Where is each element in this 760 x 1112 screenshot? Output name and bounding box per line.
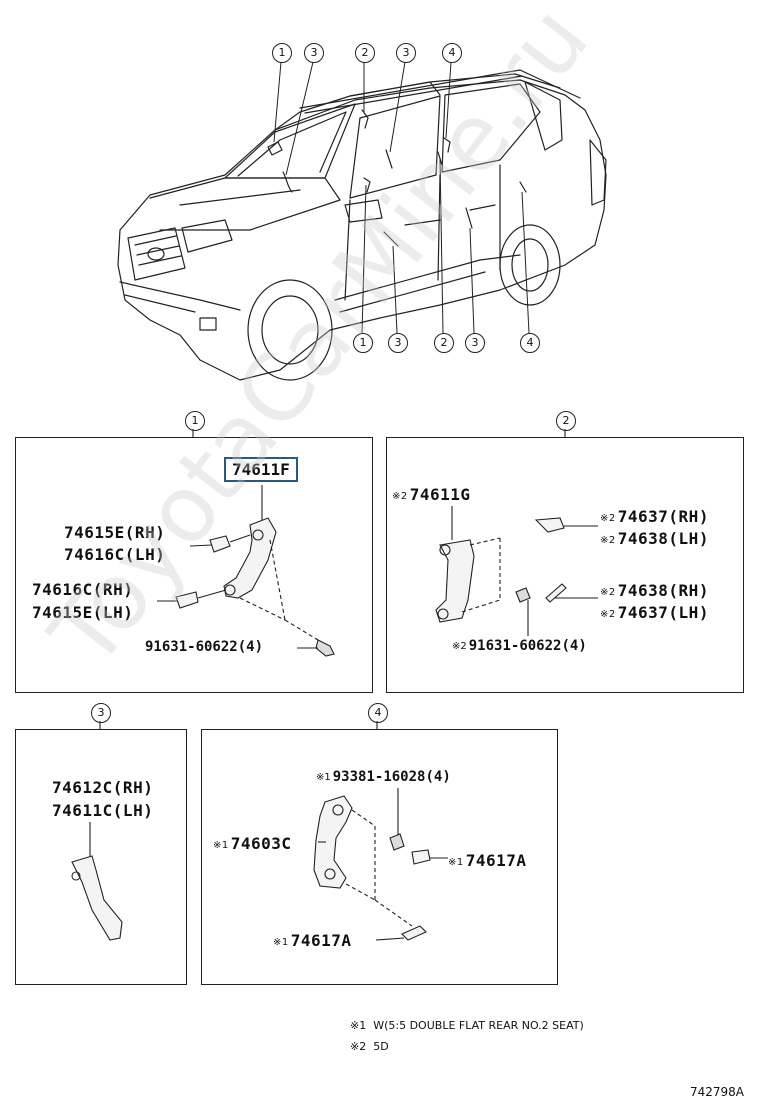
footnote-1-text: W(5:5 DOUBLE FLAT REAR NO.2 SEAT)	[373, 1019, 584, 1032]
note-mark-2: ※2	[600, 513, 616, 524]
note-mark-2: ※2	[600, 587, 616, 598]
footnote-1: ※1 W(5:5 DOUBLE FLAT REAR NO.2 SEAT)	[350, 1019, 584, 1032]
section-1-panel	[15, 437, 373, 693]
part-74612C-rh[interactable]: 74612C(RH)	[52, 778, 154, 797]
callout-top-3: 3	[304, 43, 324, 63]
part-74615E-lh[interactable]: 74615E(LH)	[32, 603, 134, 622]
note-mark-2: ※2	[600, 535, 616, 546]
bolt-s4-label: 93381-16028(4)	[332, 769, 451, 785]
part-74638-rh-label: 74638(RH)	[617, 581, 709, 600]
vehicle-illustration	[117, 61, 607, 381]
callout-bottom-1: 1	[353, 333, 373, 353]
part-74616C-rh[interactable]: 74616C(RH)	[32, 580, 134, 599]
note-mark-2: ※2	[600, 609, 616, 620]
part-74617A-2-label: 74617A	[290, 931, 352, 950]
part-74615E-rh[interactable]: 74615E(RH)	[64, 523, 166, 542]
part-74637-rh-label: 74637(RH)	[617, 507, 709, 526]
note-mark-2: ※2	[452, 641, 467, 652]
part-74637-lh-label: 74637(LH)	[617, 603, 709, 622]
footnote-2: ※2 5D	[350, 1040, 389, 1053]
part-74638-lh-label: 74638(LH)	[617, 529, 709, 548]
footnote-2-mark: ※2	[350, 1040, 367, 1053]
note-mark-1: ※1	[448, 857, 464, 868]
diagram-id: 742798A	[690, 1085, 745, 1099]
section-1-number: 1	[185, 411, 205, 431]
part-74611C-lh[interactable]: 74611C(LH)	[52, 801, 154, 820]
part-74603C-label: 74603C	[230, 834, 292, 853]
note-mark-1: ※1	[273, 937, 289, 948]
note-mark-2: ※2	[392, 491, 408, 502]
section-2-panel	[386, 437, 744, 693]
footnote-1-mark: ※1	[350, 1019, 367, 1032]
callout-top-1: 1	[272, 43, 292, 63]
callout-top-3b: 3	[396, 43, 416, 63]
callout-top-2: 2	[355, 43, 375, 63]
footnote-2-text: 5D	[373, 1040, 389, 1053]
section-4-panel	[201, 729, 558, 985]
bolt-91631-60622-s1[interactable]: 91631-60622(4)	[145, 639, 264, 655]
note-mark-1: ※1	[316, 772, 331, 783]
section-3-number: 3	[91, 703, 111, 723]
part-74611F[interactable]: 74611F	[224, 457, 298, 482]
callout-bottom-3: 3	[388, 333, 408, 353]
callout-bottom-2: 2	[434, 333, 454, 353]
part-74616C-lh[interactable]: 74616C(LH)	[64, 545, 166, 564]
bolt-s2-label: 91631-60622(4)	[468, 638, 587, 654]
section-3-panel	[15, 729, 187, 985]
callout-bottom-4: 4	[520, 333, 540, 353]
section-4-number: 4	[368, 703, 388, 723]
note-mark-1: ※1	[213, 840, 229, 851]
section-2-number: 2	[556, 411, 576, 431]
part-74611G-label: 74611G	[409, 485, 471, 504]
callout-bottom-3b: 3	[465, 333, 485, 353]
callout-top-4: 4	[442, 43, 462, 63]
part-74617A-1-label: 74617A	[465, 851, 527, 870]
